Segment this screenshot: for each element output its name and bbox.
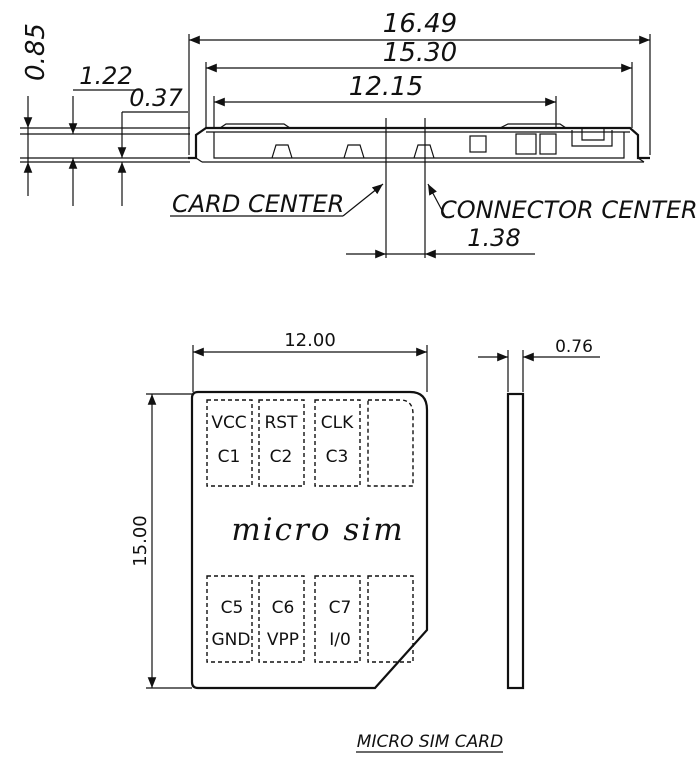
contacts-top-row: VCC C1 RST C2 CLK C3	[206, 399, 414, 487]
contact-c2-pin: C2	[270, 447, 293, 467]
card-thickness-view: 0.76	[478, 337, 600, 690]
dim-card-height-label: 15.00	[130, 515, 151, 567]
dim-thickness-label: 0.76	[555, 337, 593, 357]
brand-text: micro sim	[231, 512, 404, 548]
contact-c2	[258, 399, 305, 487]
dim-height-label: 0.85	[21, 23, 51, 81]
contact-c1	[206, 399, 253, 487]
dim-card-height: 15.00	[130, 393, 192, 689]
contact-c7-pin: C7	[329, 598, 352, 618]
contact-c7-signal: I/0	[329, 630, 351, 650]
contact-c5-pin: C5	[221, 598, 244, 618]
card-edge	[506, 392, 525, 690]
contact-c3-signal: CLK	[321, 413, 354, 433]
contact-c6-signal: VPP	[267, 630, 299, 650]
connector-center-label: CONNECTOR CENTER	[440, 196, 698, 224]
contact-c6-pin: C6	[272, 598, 295, 618]
contact-c3-pin: C3	[326, 447, 349, 467]
dim-inner: 12.15	[213, 72, 557, 128]
connector-body	[188, 123, 650, 163]
micro-sim-card-view: 12.00 15.00 VCC C1 RST C2 CLK C3 micro s…	[130, 330, 600, 690]
dim-overall-label: 16.49	[383, 9, 457, 39]
card-outline	[190, 390, 429, 690]
contact-c8	[367, 575, 414, 663]
center-lines: CARD CENTER CONNECTOR CENTER 1.38	[170, 118, 698, 259]
contact-c3	[314, 399, 361, 487]
contact-c4	[367, 399, 414, 487]
contacts-bottom-row: C5 GND C6 VPP C7 I/0	[206, 575, 414, 663]
dim-card-width: 12.00	[192, 330, 428, 392]
contact-c2-signal: RST	[265, 413, 299, 433]
contact-c6	[258, 575, 305, 663]
contact-c1-pin: C1	[218, 447, 241, 467]
contact-c5	[206, 575, 253, 663]
caption: MICRO SIM CARD	[357, 732, 503, 752]
connector-side-view: 16.49 15.30 12.15 0.85	[20, 9, 698, 259]
dim-left-heights: 0.85 1.22 0.37	[20, 23, 190, 206]
contact-c5-signal: GND	[212, 630, 251, 650]
dim-mid: 15.30	[205, 38, 633, 128]
dim-inner-label: 12.15	[349, 72, 423, 102]
dim-mid-label: 15.30	[383, 38, 457, 68]
dim-overall: 16.49	[188, 9, 651, 155]
dim-card-width-label: 12.00	[284, 330, 336, 351]
contact-c1-signal: VCC	[211, 413, 246, 433]
dim-left-1-label: 1.22	[79, 62, 132, 90]
contact-c7	[314, 575, 361, 663]
caption-group: MICRO SIM CARD	[356, 732, 503, 753]
dim-left-2-label: 0.37	[129, 84, 183, 112]
dim-center-offset-label: 1.38	[467, 224, 520, 252]
card-center-label: CARD CENTER	[172, 190, 344, 218]
